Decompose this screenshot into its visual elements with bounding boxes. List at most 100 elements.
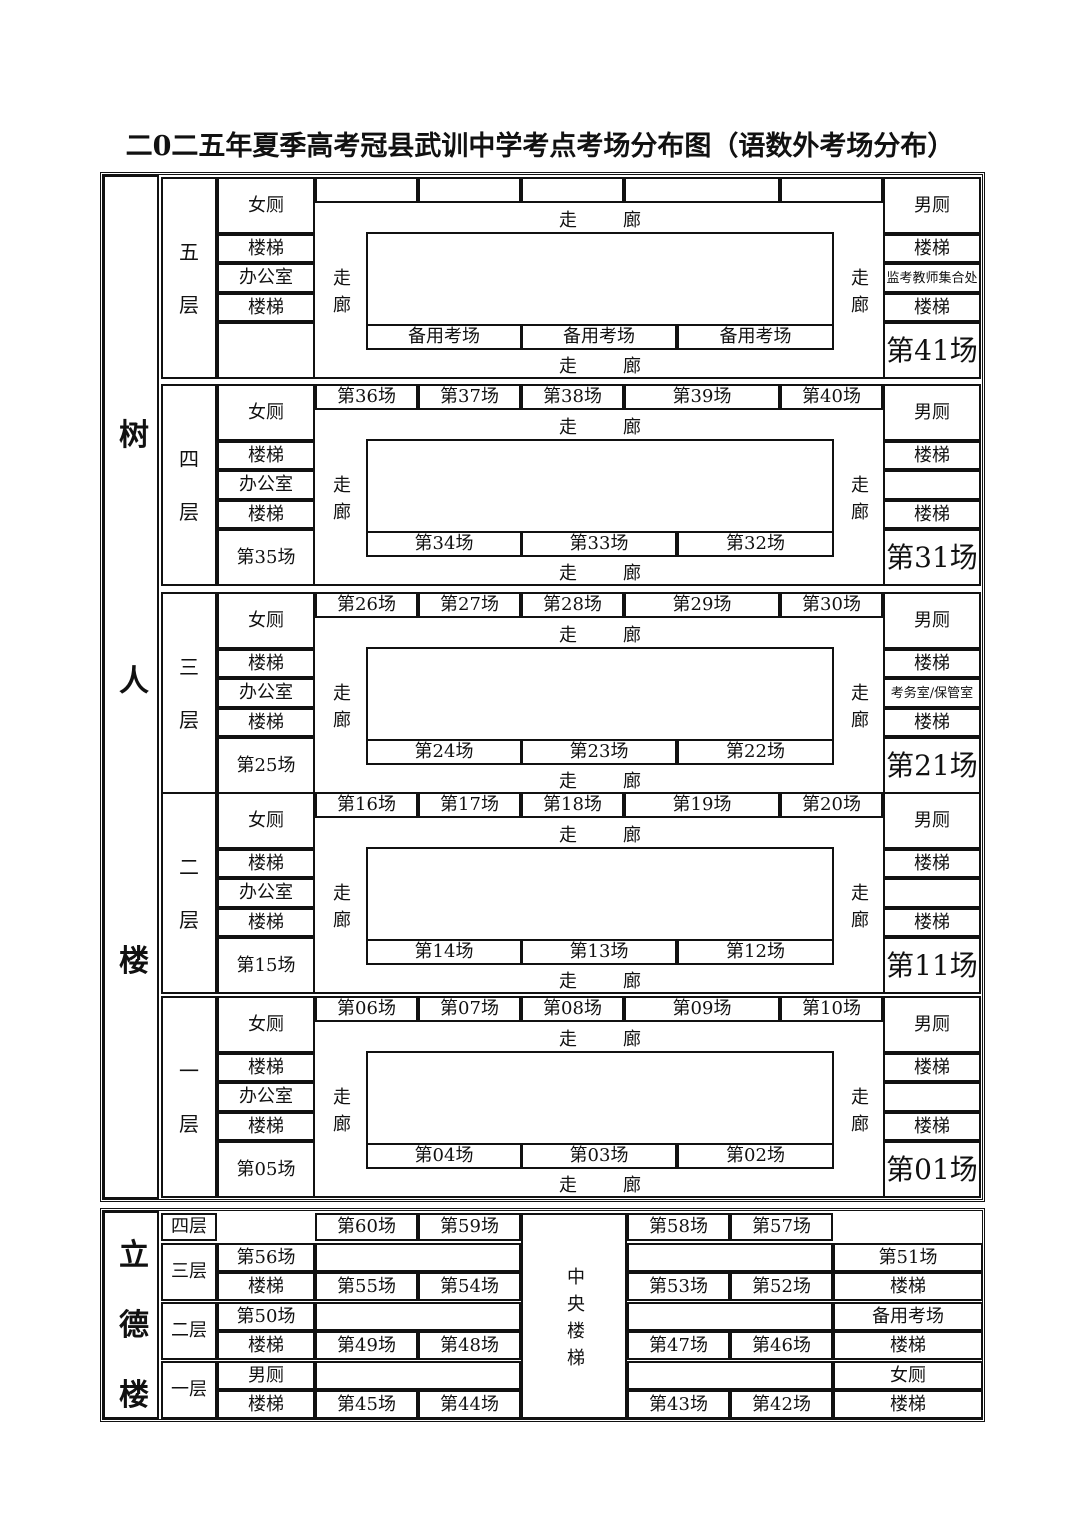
floor-5-exam-room-bottom-label: 备用考场 [719,326,792,347]
floor-3-exam-room-top [780,592,883,618]
floor-1-corridor-right: 廊 [851,1114,869,1135]
floor-3-exam-room-top-label: 第28场 [543,594,602,615]
floor-2-corridor-left: 廊 [333,910,351,931]
floor-5-corridor-top: 走 [559,210,577,231]
floor-3-exam-room-label: 第25场 [236,754,296,776]
central-stairs-char: 楼 [567,1321,585,1342]
lide-floor3-e2-label: 楼梯 [890,1275,926,1297]
lide-floor2-e1 [833,1302,983,1331]
floor-5-stairs-label: 楼梯 [914,296,950,318]
floor-1-stairs-label: 楼梯 [914,1115,950,1137]
floor-3-exam-room-top-label: 第26场 [337,594,396,615]
floor-3-corridor-bottom: 走 [559,771,577,792]
shuren-name-column [103,175,159,1199]
lide-exam-room [730,1213,833,1241]
floor-3-exam-room-label: 第21场 [886,748,978,782]
floor-3-stairs [217,649,315,678]
floor-2-office [217,878,315,908]
floor-2-corridor-right: 廊 [851,910,869,931]
central-stairs-char: 梯 [567,1348,585,1369]
floor-4-corridor-right: 走 [851,475,869,496]
floor-3-corridor-top: 廊 [623,625,641,646]
lide-exam-room [315,1213,418,1241]
floor-2-stairs-label: 楼梯 [914,911,950,933]
floor-1-women-restroom-label: 女厕 [248,1013,284,1035]
floor-2-exam-room-top-label: 第17场 [440,794,499,815]
floor-3-label-column [161,592,217,794]
floor-5-exam-room-bottom [366,324,522,350]
floor-3-stairs-label: 楼梯 [248,711,284,733]
floor-3-exam-room-bottom-label: 第22场 [726,741,785,762]
floor-1-right-mid-room [883,1082,981,1112]
floor-3-exam-room-top-label: 第29场 [672,594,732,615]
lide-name-char: 立 [119,1238,149,1273]
floor-5-stairs [217,293,315,322]
floor-2-exam-room-top-label: 第19场 [672,794,732,815]
floor-3-stairs [883,708,981,737]
lide-name-char: 楼 [119,1378,149,1413]
floor-3-exam-room-bottom-label: 第23场 [569,741,629,762]
floor-4-exam-room-top-label: 第40场 [802,386,861,407]
floor-5-corridor-left: 廊 [333,295,351,316]
lide-floor1-e1 [833,1361,983,1390]
floor-5-men-restroom-label: 男厕 [914,194,950,216]
floor-2-corridor-top: 走 [559,825,577,846]
floor-2-exam-room-bottom [521,939,677,965]
floor-3-women-restroom-label: 女厕 [248,609,284,631]
lide-floor2-l2 [418,1331,521,1360]
floor-4-men-restroom [883,384,981,441]
lide-floor1-r2 [730,1390,833,1419]
lide-floor3-l1 [315,1272,418,1301]
floor-1-right-mid-room-label [883,1082,981,1112]
floor-4-exam-room-top [521,384,624,410]
lide-name-char: 德 [119,1308,149,1343]
lide-floor1-label-label: 一层 [171,1379,207,1400]
floor-4-stairs-label: 楼梯 [914,444,950,466]
floor-5-exam-room-bottom [677,324,834,350]
floor-5-right-mid-room-label: 监考教师集合处 [886,270,978,286]
floor-4-stairs [883,500,981,529]
lide-floor3-a2-label: 楼梯 [248,1275,284,1297]
floor-3-label-char: 三 [179,655,199,679]
floor-2-exam-room-bottom [677,939,834,965]
floor-4-exam-room-top [315,384,418,410]
lide-floor1-a1-label: 男厕 [248,1364,284,1386]
floor-4-label-char: 四 [179,447,199,471]
floor-1-exam-room-top [315,996,418,1022]
floor-1-men-restroom [883,996,981,1053]
floor-1-exam-room-top [418,996,521,1022]
floor-4-right-mid-room [883,470,981,500]
lide-floor2-l1-label: 第49场 [337,1334,396,1356]
lide-floor1-e2-label: 楼梯 [890,1393,926,1415]
floor-5-corridor-top: 廊 [623,210,641,231]
floor-2-label-char: 层 [179,908,199,932]
lide-floor3-r2-label: 第52场 [752,1275,811,1297]
lide-floor2-r1 [627,1331,730,1360]
floor-5-exam-room-top-label [418,177,521,203]
floor-2-men-restroom [883,792,981,849]
floor-5-corridor-bottom: 廊 [623,356,641,377]
lide-floor3-e1 [833,1243,983,1272]
floor-2-exam-room-top [315,792,418,818]
lide-exam-room [627,1213,730,1241]
floor-4-exam-room-top-label: 第39场 [672,386,732,407]
floor-1-exam-room-top [780,996,883,1022]
floor-5-office [217,263,315,293]
floor-5-exam-room-top-label [780,177,883,203]
lide-exam-room-label: 第57场 [752,1216,811,1237]
lide-floor3-e1-label: 第51场 [878,1246,938,1268]
floor-2-right-mid-room [883,878,981,908]
lide-floor1-a2 [217,1390,315,1419]
lide-floor3-r1-label: 第53场 [649,1275,708,1297]
floor-2-exam-room-top [521,792,624,818]
lide-floor1-a2-label: 楼梯 [248,1393,284,1415]
floor-1-exam-room-top-label: 第09场 [672,998,732,1019]
floor-5-corridor-bottom: 走 [559,356,577,377]
lide-floor3-right-upper [627,1243,833,1272]
floor-3-exam-room [883,737,981,794]
floor-1-corridor-bottom: 走 [559,1175,577,1196]
floor-5-exam-room-top-label [315,177,418,203]
floor-3-stairs [217,708,315,737]
floor-5-stairs [217,234,315,263]
floor-4-exam-room-top [418,384,521,410]
